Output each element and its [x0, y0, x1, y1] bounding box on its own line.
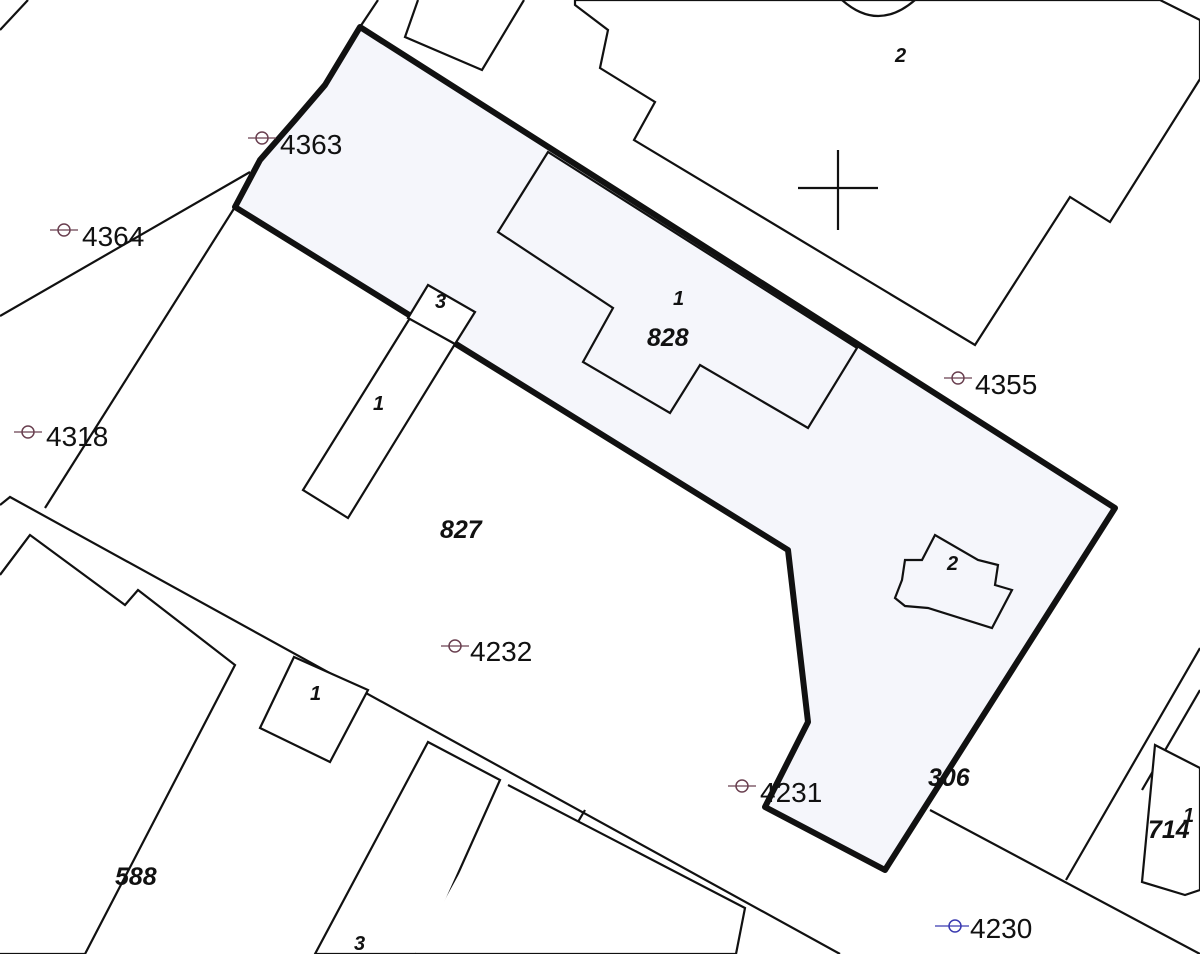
building-label-828-1: 1 [673, 288, 684, 310]
building-label-right-1: 1 [1183, 805, 1194, 827]
building-right-1[interactable] [1140, 743, 1200, 897]
building-827-3[interactable] [406, 283, 477, 346]
boundary-line [0, 495, 841, 954]
building-label-small-1: 1 [310, 683, 321, 705]
building-label-827-3: 3 [435, 291, 446, 313]
building-588 [0, 533, 237, 954]
building-top-2 [573, 0, 1200, 347]
boundary-line [359, 0, 379, 28]
survey-point-label-4232: 4232 [470, 636, 532, 667]
boundary-line [0, 0, 29, 31]
survey-point-4318-symbol [14, 425, 42, 439]
boundary-line [929, 809, 1200, 954]
survey-point-4363-symbol [248, 131, 276, 145]
parcel-label-588: 588 [115, 863, 157, 891]
building-label-bottom-3: 3 [354, 933, 365, 954]
building-label-827-1: 1 [373, 393, 384, 415]
parcel-label-828: 828 [647, 324, 689, 352]
survey-point-label-4355: 4355 [975, 369, 1037, 400]
survey-point-label-4318: 4318 [46, 421, 108, 452]
survey-point-label-4230: 4230 [970, 913, 1032, 944]
parcel-828-boundary[interactable] [232, 24, 1118, 873]
building-bottom-3[interactable] [313, 740, 502, 954]
building-top-2-arc [841, 0, 916, 18]
survey-point-4231-symbol [728, 779, 756, 793]
building-bottom-right [415, 784, 747, 954]
survey-point-4230-symbol [935, 919, 969, 933]
survey-point-4364-symbol [50, 223, 78, 237]
survey-point-label-4363: 4363 [280, 129, 342, 160]
grid-cross [798, 150, 878, 230]
boundary-line [44, 206, 236, 509]
survey-point-4232-symbol [441, 639, 469, 653]
parcel-label-714: 714 [1148, 816, 1190, 844]
building-828-2[interactable] [893, 533, 1014, 630]
boundary-line [1065, 647, 1200, 881]
boundary-line [0, 171, 251, 317]
parcel-label-306: 306 [928, 764, 971, 792]
building-small-1[interactable] [258, 655, 370, 764]
building-top-small [403, 0, 525, 72]
survey-point-label-4231: 4231 [760, 777, 822, 808]
survey-point-4355-symbol [944, 371, 972, 385]
building-label-top-2: 2 [894, 45, 906, 67]
building-label-828-2: 2 [946, 553, 958, 575]
building-827-1[interactable] [301, 316, 457, 520]
building-828-1[interactable] [496, 150, 859, 430]
survey-point-label-4364: 4364 [82, 221, 144, 252]
parcel-label-827: 827 [440, 516, 483, 544]
